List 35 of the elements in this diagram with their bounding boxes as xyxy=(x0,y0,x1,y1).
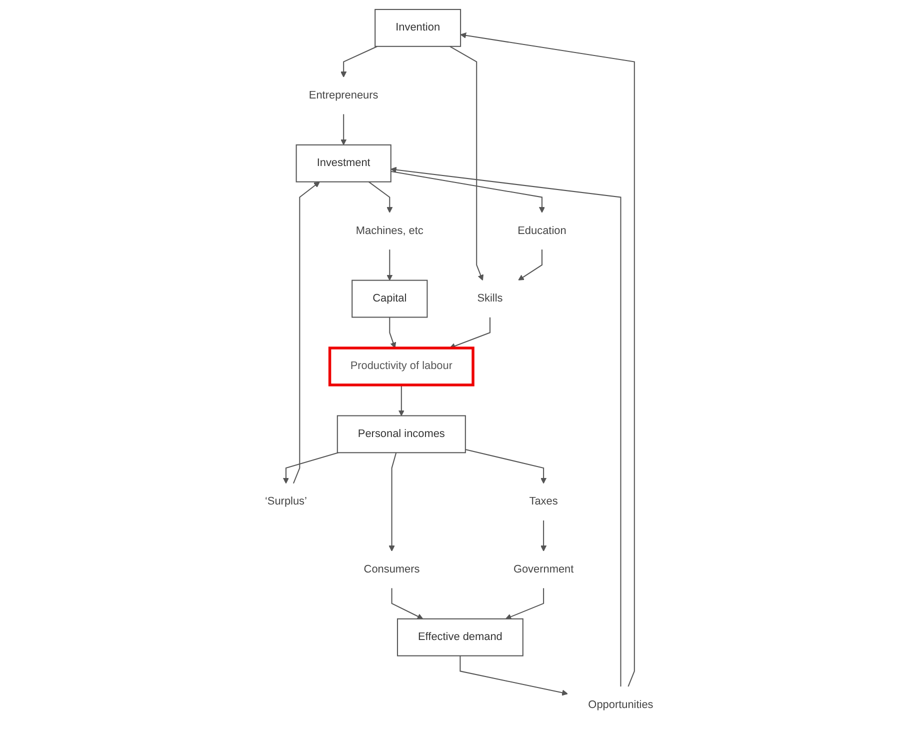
node-text: Taxes xyxy=(529,496,558,508)
node-text: Education xyxy=(518,224,566,237)
arrow xyxy=(449,46,484,281)
arrow xyxy=(398,384,404,416)
arrow xyxy=(386,250,393,281)
arrow xyxy=(540,520,546,552)
arrow xyxy=(282,452,338,484)
arrow xyxy=(390,166,622,687)
arrow xyxy=(391,588,423,620)
arrow xyxy=(465,448,546,484)
node-text: Machines, etc xyxy=(356,224,424,237)
arrow xyxy=(340,46,378,78)
arrow xyxy=(389,317,396,348)
arrow xyxy=(292,182,320,484)
arrow xyxy=(340,114,346,146)
arrow xyxy=(368,181,393,213)
arrow xyxy=(390,170,545,213)
arrow xyxy=(460,656,568,696)
node-box: Investment xyxy=(296,144,392,182)
node-box: Productivity of labour xyxy=(328,346,474,386)
arrow xyxy=(460,32,635,687)
arrow xyxy=(505,588,544,620)
arrow xyxy=(518,250,542,281)
node-box: Capital xyxy=(351,280,428,318)
arrow xyxy=(388,452,396,552)
node-box: Personal incomes xyxy=(336,415,466,454)
node-text: Entrepreneurs xyxy=(308,90,378,102)
node-text: Opportunities xyxy=(588,698,654,711)
node-text: Government xyxy=(513,563,574,576)
node-text: Skills xyxy=(477,292,503,304)
node-box: Effective demand xyxy=(396,618,524,656)
node-box: Invention xyxy=(374,8,461,47)
node-text: ‘Surplus’ xyxy=(264,496,307,508)
arrow xyxy=(449,317,490,349)
node-text: Consumers xyxy=(364,563,420,576)
